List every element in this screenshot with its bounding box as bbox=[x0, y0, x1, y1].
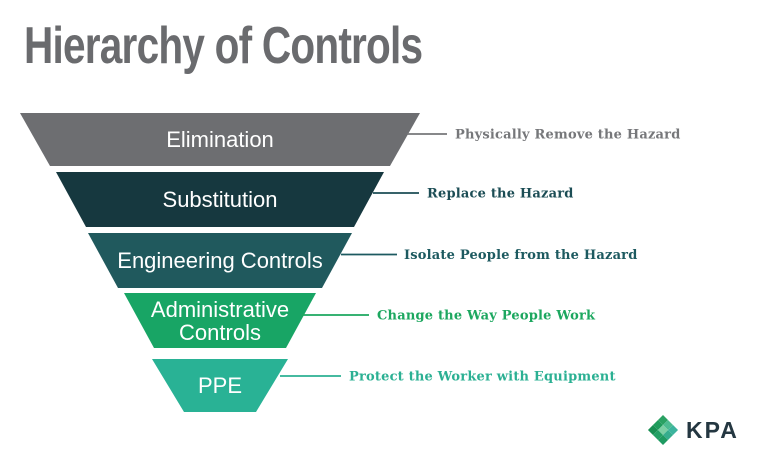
annotation-label: Replace the Hazard bbox=[427, 187, 574, 202]
funnel-level-label: Engineering Controls bbox=[117, 248, 322, 273]
funnel-level-engineering-controls: Engineering Controls Isolate People from… bbox=[88, 233, 638, 288]
funnel-level-shape bbox=[124, 293, 316, 348]
funnel-level-shape bbox=[152, 359, 288, 412]
funnel-level-label: Substitution bbox=[163, 187, 278, 212]
funnel-level-shape bbox=[56, 172, 384, 227]
kpa-logo-diamond-icon bbox=[647, 414, 679, 446]
funnel-level-label: PPE bbox=[198, 373, 242, 398]
funnel-level-label-line1: Administrative bbox=[151, 297, 289, 322]
kpa-logo-text: KPA bbox=[686, 416, 739, 443]
funnel-level-label: Elimination bbox=[166, 127, 274, 152]
diamond-cell bbox=[657, 424, 669, 436]
kpa-logo: KPA bbox=[646, 413, 739, 447]
funnel-level-substitution: Substitution Replace the Hazard bbox=[56, 172, 574, 227]
annotation-label: Change the Way People Work bbox=[377, 309, 596, 324]
page-title: Hierarchy of Controls bbox=[24, 17, 423, 75]
funnel-level-ppe: PPE Protect the Worker with Equipment bbox=[152, 359, 616, 412]
funnel-level-label-line2: Controls bbox=[179, 320, 261, 345]
annotation-label: Isolate People from the Hazard bbox=[404, 248, 638, 263]
annotation-label: Protect the Worker with Equipment bbox=[349, 370, 616, 385]
funnel-level-shape bbox=[20, 113, 420, 166]
funnel-level-shape bbox=[88, 233, 352, 288]
annotation-label: Physically Remove the Hazard bbox=[455, 128, 681, 143]
funnel-level-elimination: Elimination Physically Remove the Hazard bbox=[20, 113, 681, 166]
